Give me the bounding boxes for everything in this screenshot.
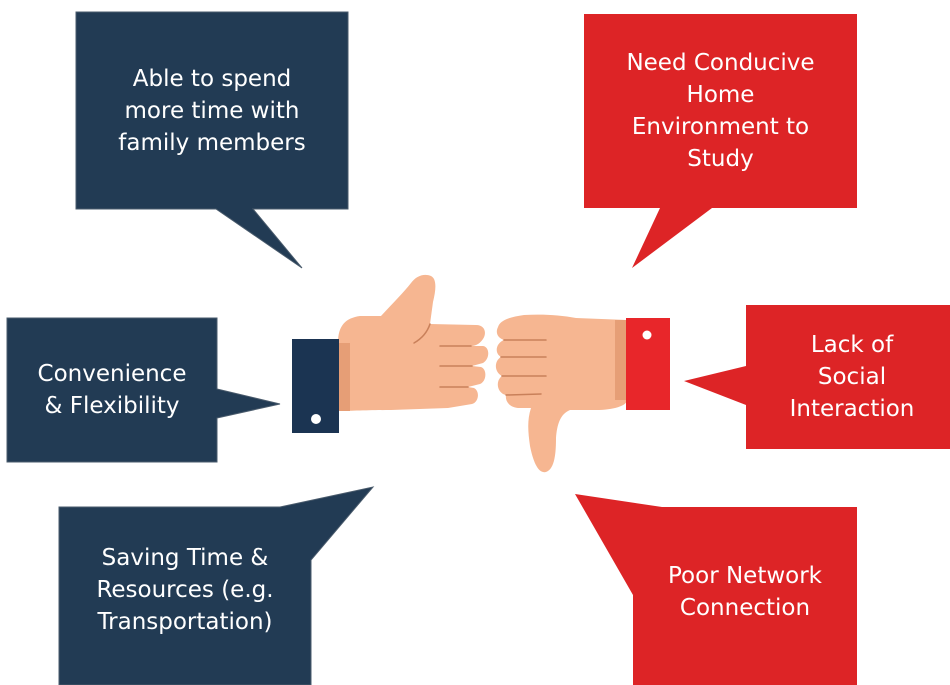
con-text-line: Interaction bbox=[789, 396, 915, 422]
pro-text-line: Convenience bbox=[37, 361, 187, 387]
thumbs-down-icon bbox=[495, 314, 670, 473]
pro-bubble-convenience bbox=[6, 317, 281, 463]
con-text-line: Poor Network bbox=[668, 563, 822, 589]
con-text-line: Study bbox=[687, 146, 754, 172]
pro-text-line: family members bbox=[118, 129, 306, 156]
pro-text-line: Transportation) bbox=[97, 609, 273, 635]
pro-text-saving: Saving Time & Resources (e.g. Transporta… bbox=[59, 507, 311, 673]
pro-text-line: more time with bbox=[124, 97, 300, 124]
con-text-line: Connection bbox=[679, 595, 811, 621]
con-text-line: Social bbox=[817, 364, 887, 390]
con-bubble-environment bbox=[584, 14, 857, 268]
pro-text-line: & Flexibility bbox=[44, 393, 180, 419]
pro-text-family: Able to spend more time with family memb… bbox=[76, 12, 348, 209]
con-text-line: Home bbox=[686, 82, 755, 108]
thumbs-up-icon bbox=[292, 274, 489, 433]
con-text-network: Poor Network Connection bbox=[633, 507, 857, 677]
con-bubble-network bbox=[575, 494, 857, 685]
con-text-line: Lack of bbox=[810, 332, 894, 358]
pro-bubble-saving bbox=[58, 486, 375, 685]
con-text-line: Environment to bbox=[631, 114, 810, 140]
con-text-social: Lack of Social Interaction bbox=[754, 305, 950, 449]
pro-bubble-family bbox=[75, 11, 349, 269]
con-text-environment: Need Conducive Home Environment to Study bbox=[584, 14, 857, 208]
pro-text-convenience: Convenience & Flexibility bbox=[7, 318, 217, 462]
con-bubble-social bbox=[684, 305, 950, 449]
con-text-line: Need Conducive bbox=[626, 50, 815, 76]
pro-text-line: Resources (e.g. bbox=[96, 577, 274, 603]
pro-text-line: Able to spend bbox=[132, 65, 292, 92]
pro-text-line: Saving Time & bbox=[101, 545, 269, 571]
